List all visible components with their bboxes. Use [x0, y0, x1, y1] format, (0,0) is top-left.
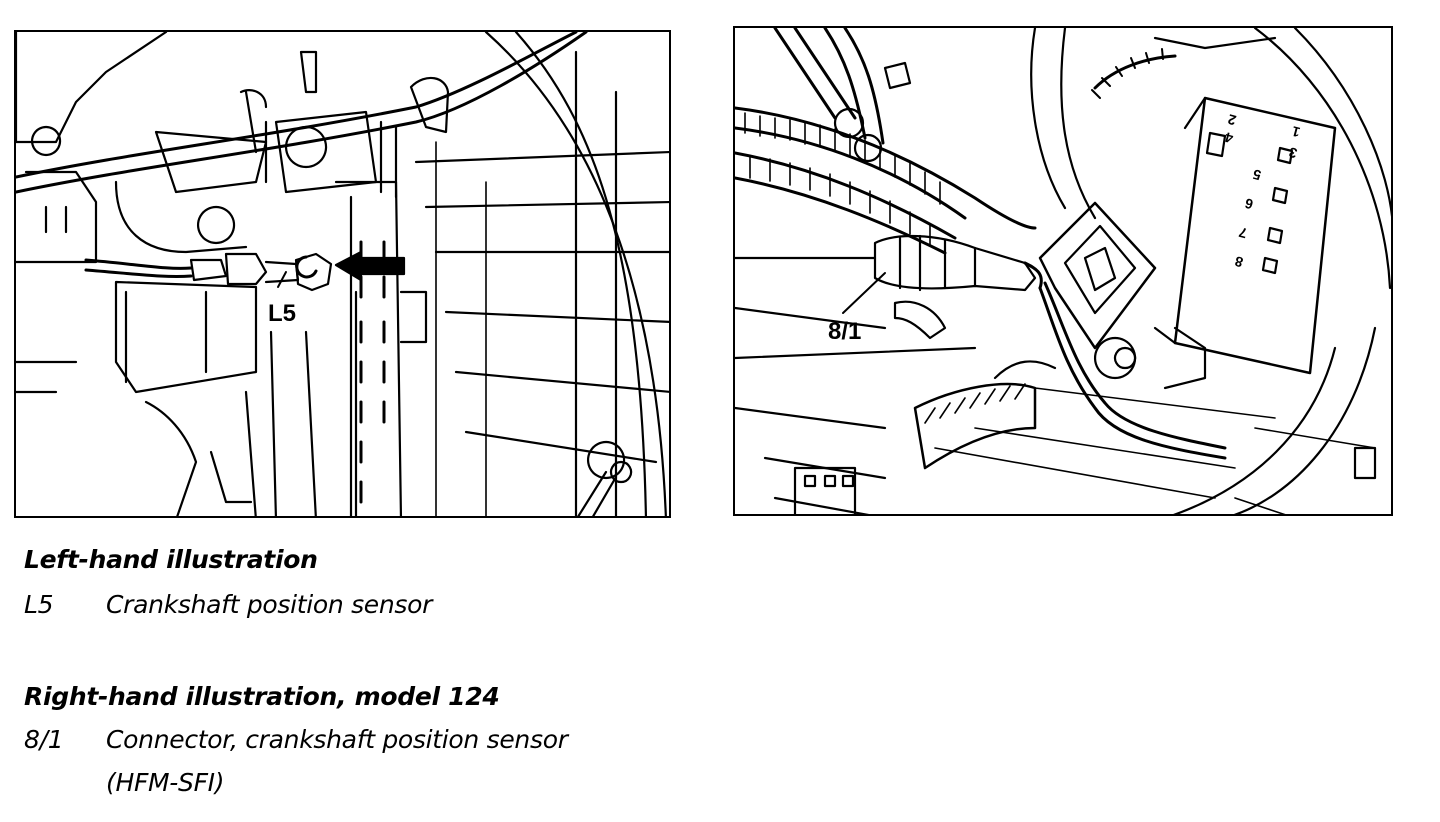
callout-label: 8/1 — [828, 318, 862, 345]
legend-code: L5 — [24, 590, 54, 619]
legend-description-continuation: (HFM-SFI) — [106, 768, 225, 797]
legend-heading-left: Left-hand illustration — [24, 545, 318, 574]
legend-code: 8/1 — [24, 725, 64, 754]
legend-heading-right: Right-hand illustration, model 124 — [24, 682, 500, 711]
left-illustration: L5 — [14, 30, 671, 518]
right-illustration: 1 2 3 4 5 6 7 8 8/1 — [733, 26, 1393, 516]
right-illustration-drawing — [735, 28, 1391, 514]
legend-description: Crankshaft position sensor — [106, 590, 433, 619]
left-illustration-drawing — [16, 32, 669, 516]
callout-label: L5 — [268, 300, 297, 327]
legend-description: Connector, crankshaft position sensor — [106, 725, 568, 754]
